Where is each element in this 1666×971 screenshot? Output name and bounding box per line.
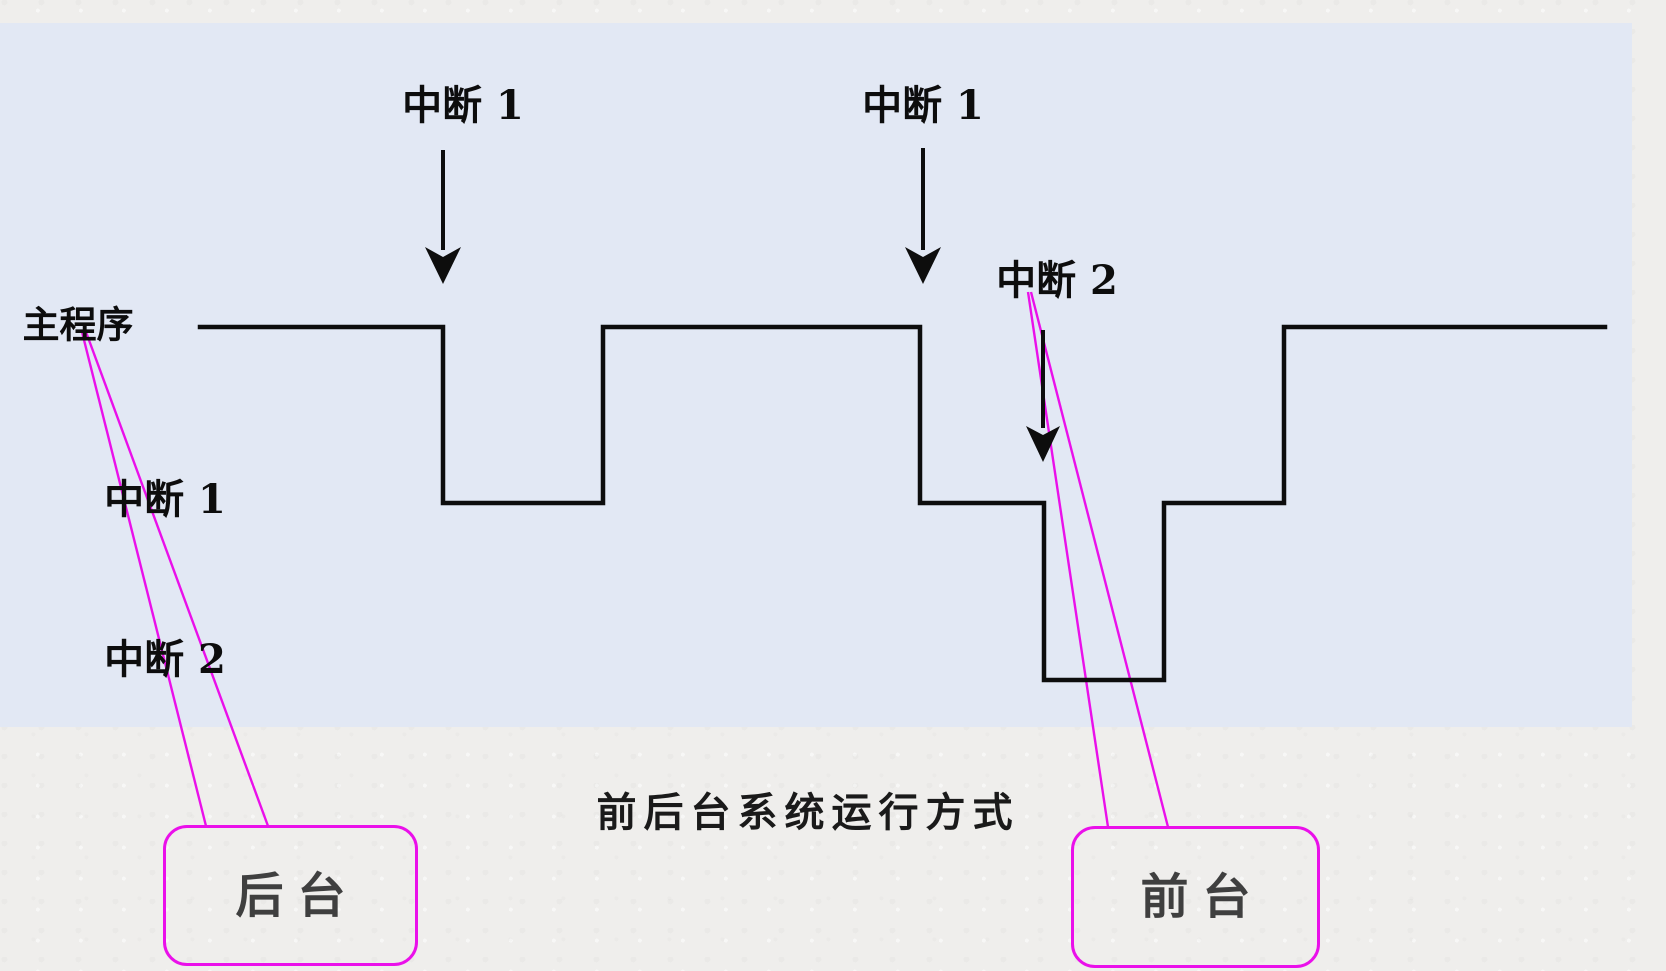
interrupt1-arrowhead-first — [425, 247, 461, 284]
main-program-label: 主程序 — [22, 302, 134, 347]
background-box: 后台 — [163, 825, 418, 966]
callout-line-background-1 — [80, 331, 208, 827]
callout-line-background-2 — [84, 331, 270, 827]
waveform-line — [197, 324, 1608, 683]
foreground-box-label: 前台 — [1140, 869, 1265, 925]
diagram-caption: 前后台系统运行方式 — [596, 789, 1020, 836]
interrupt2-arrow-label: 中断 2 — [996, 257, 1118, 304]
interrupt1-arrow-label-second: 中断 1 — [862, 82, 984, 129]
interrupt1-level-label: 中断 1 — [104, 476, 226, 523]
interrupt1-arrow-label-first: 中断 1 — [402, 82, 524, 129]
background-box-label: 后台 — [235, 867, 360, 924]
foreground-box: 前台 — [1071, 826, 1320, 968]
interrupt2-level-label: 中断 2 — [104, 636, 226, 683]
callout-line-foreground-1 — [1026, 291, 1110, 828]
diagram-panel — [0, 23, 1632, 727]
interrupt1-arrowhead-second — [905, 247, 941, 284]
callout-line-foreground-2 — [1029, 291, 1170, 828]
interrupt2-arrowhead — [1026, 426, 1060, 462]
